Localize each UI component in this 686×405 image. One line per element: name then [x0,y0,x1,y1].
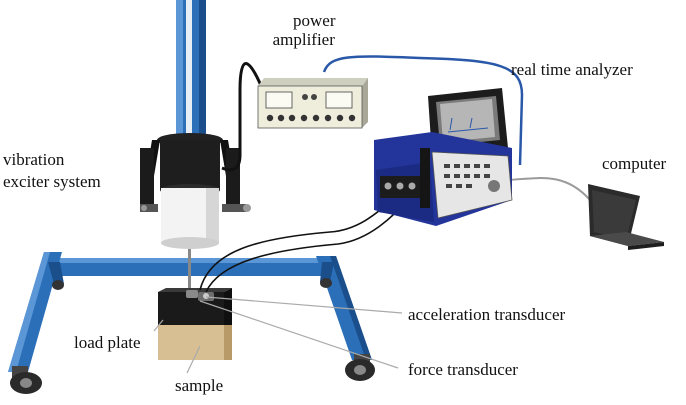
real-time-analyzer-label-text: real time analyzer [511,60,633,79]
cables [199,55,619,293]
load-plate-label: load plate [74,333,141,352]
vibration-exciter-label-line1: vibration [3,150,65,169]
stand-column [176,0,206,140]
caster-left [10,366,42,394]
acceleration-transducer-label: acceleration transducer [408,305,565,324]
force-transducer-label: force transducer [408,360,518,379]
acceleration-transducer-label-text: acceleration transducer [408,305,566,324]
leader-lines [153,296,403,374]
real-time-analyzer [374,88,513,226]
laptop-computer [588,184,664,250]
power-amplifier-label-line2: amplifier [272,30,335,49]
sample-label: sample [175,376,223,395]
power-amplifier-label: power amplifier [273,11,336,49]
real-time-analyzer-label: real time analyzer [511,60,633,79]
computer-label: computer [602,154,666,173]
vibration-exciter-label: vibration exciter system [3,150,101,191]
power-amplifier-label-line1: power [293,11,336,30]
force-transducer-label-text: force transducer [408,360,518,379]
power-amplifier [257,78,368,129]
caster-back-left [52,280,64,290]
sample-label-text: sample [175,376,224,395]
load-plate-label-text: load plate [74,333,141,352]
caster-back-right [320,278,332,288]
vibration-exciter-label-line2: exciter system [3,172,101,191]
computer-label-text: computer [602,154,667,173]
sample-assembly [158,288,232,360]
